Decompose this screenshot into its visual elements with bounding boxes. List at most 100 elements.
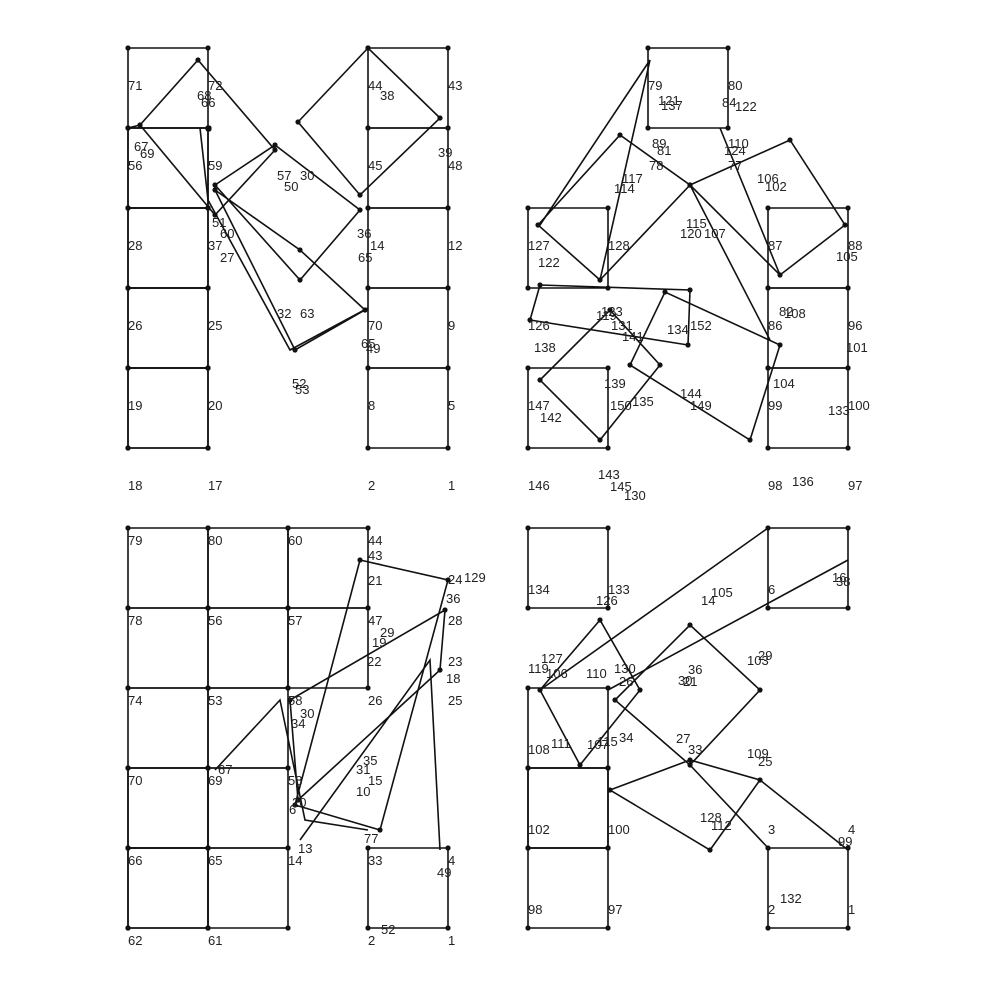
dot-node (365, 205, 371, 211)
node-number-label: 65 (358, 250, 372, 265)
node-number-label: 129 (464, 570, 486, 585)
node-number-label: 52 (292, 376, 306, 391)
node-number-label: 34 (619, 730, 633, 745)
node-number-label: 138 (534, 340, 556, 355)
dot-node (525, 445, 531, 451)
node-number-label: 65 (208, 853, 222, 868)
dot-node (195, 57, 201, 63)
node-number-label: 30 (300, 168, 314, 183)
dot-node (357, 207, 363, 213)
node-number-label: 152 (690, 318, 712, 333)
dot-node (607, 307, 613, 313)
node-number-label: 34 (291, 716, 305, 731)
dot-node (597, 437, 603, 443)
node-number-label: 80 (728, 78, 742, 93)
node-number-label: 97 (848, 478, 862, 493)
dot-node (297, 247, 303, 253)
dot-node (627, 362, 633, 368)
node-number-label: 142 (540, 410, 562, 425)
k-leg-block (608, 759, 762, 852)
dot-node (212, 187, 218, 193)
dot-node (437, 115, 443, 121)
node-number-label: 109 (747, 746, 769, 761)
dot-node (605, 925, 611, 931)
dot-node (525, 525, 531, 531)
dot-node (537, 282, 543, 288)
dot-node (137, 122, 143, 128)
dot-node (285, 605, 291, 611)
edge (214, 698, 369, 831)
node-number-label: 6 (289, 802, 296, 817)
node-number-label: 65 (361, 336, 375, 351)
node-number-label: 126 (596, 593, 618, 608)
node-number-label: 1 (448, 933, 455, 948)
node-number-label: 147 (528, 398, 550, 413)
edge (539, 59, 651, 226)
node-number-label: 52 (381, 922, 395, 937)
node-number-label: 28 (128, 238, 142, 253)
node-number-label: 53 (295, 382, 309, 397)
node-number-label: 51 (212, 215, 226, 230)
dot-node (687, 762, 693, 768)
node-number-label: 145 (610, 479, 632, 494)
dot-node (365, 285, 371, 291)
node-number-label: 69 (140, 146, 154, 161)
node-number-label: 18 (446, 671, 460, 686)
node-number-label: 123 (601, 304, 623, 319)
dot-node (845, 285, 851, 291)
node-number-label: 36 (446, 591, 460, 606)
dot-node (747, 437, 753, 443)
dot-node (272, 147, 278, 153)
dot-node (617, 132, 623, 138)
node-number-label: 3 (768, 822, 775, 837)
node-number-label: 98 (768, 478, 782, 493)
node-number-label: 127 (541, 651, 563, 666)
dot-node (445, 45, 451, 51)
dot-node (125, 605, 131, 611)
dot-node (125, 925, 131, 931)
node-number-label: 10 (356, 784, 370, 799)
node-number-label: 14 (370, 238, 384, 253)
node-number-label: 68 (197, 88, 211, 103)
node-number-label: 103 (747, 653, 769, 668)
node-number-label: 1 (448, 478, 455, 493)
node-number-label: 66 (201, 95, 215, 110)
node-number-label: 82 (779, 304, 793, 319)
dot-node (292, 347, 298, 353)
node-number-label: 89 (652, 136, 666, 151)
dot-node (612, 697, 618, 703)
node-number-label: 104 (773, 376, 795, 391)
node-number-label: 99 (838, 834, 852, 849)
node-number-label: 117 (622, 171, 643, 186)
node-number-label: 26 (368, 693, 382, 708)
dot-node (272, 142, 278, 148)
node-number-label: 115 (686, 216, 707, 231)
dot-node (205, 445, 211, 451)
diagram-edges (127, 46, 849, 929)
dot-node (787, 137, 793, 143)
node-number-label: 29 (380, 625, 394, 640)
dot-node (537, 687, 543, 693)
node-number-label: 50 (284, 179, 298, 194)
node-number-label: 4 (448, 853, 455, 868)
node-number-label: 102 (528, 822, 550, 837)
dot-node (525, 365, 531, 371)
node-number-label: 106 (546, 666, 568, 681)
dot-node (725, 125, 731, 131)
node-number-label: 78 (128, 613, 142, 628)
dot-node (597, 617, 603, 623)
dot-node (525, 285, 531, 291)
dot-node (205, 45, 211, 51)
node-number-label: 36 (688, 662, 702, 677)
node-number-label: 105 (836, 249, 858, 264)
dot-node (765, 445, 771, 451)
dot-node (285, 525, 291, 531)
node-number-label: 81 (657, 143, 671, 158)
node-number-label: 13 (298, 841, 312, 856)
dot-node (287, 697, 293, 703)
node-number-label: 28 (448, 613, 462, 628)
k-bottom-right-square (767, 847, 849, 929)
node-number-label: 8 (368, 398, 375, 413)
node-number-label: 128 (700, 810, 722, 825)
